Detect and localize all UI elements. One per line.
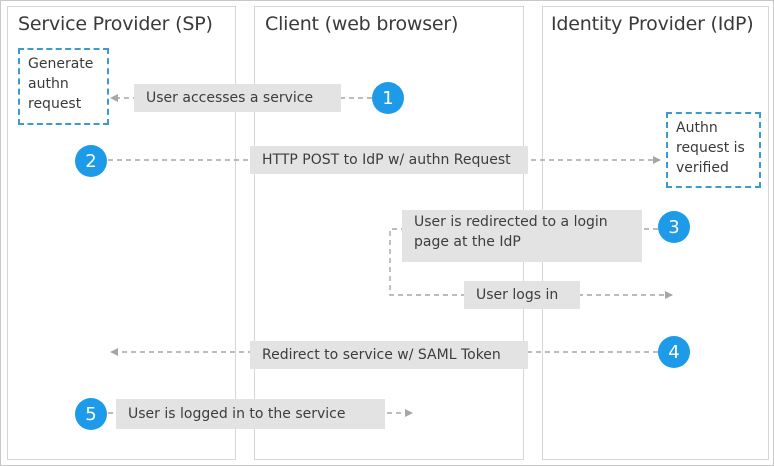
step-5-badge: 5: [75, 398, 107, 430]
authn-request-verified-box: Authn request is verified: [666, 112, 761, 188]
lane-title-sp: Service Provider (SP): [18, 13, 213, 35]
step-3-label: User is redirected to a login page at th…: [402, 210, 642, 262]
authn-request-verified-text: Authn request is verified: [676, 120, 745, 176]
lane-title-client: Client (web browser): [265, 13, 459, 35]
step-1-badge: 1: [372, 82, 404, 114]
arrow-step-3: [389, 228, 673, 299]
step-2-badge: 2: [75, 145, 107, 177]
step-3-logs-in-label: User logs in: [464, 281, 580, 309]
generate-authn-request-text: Generate authn request: [28, 56, 94, 112]
generate-authn-request-box: Generate authn request: [18, 48, 109, 125]
step-4-badge: 4: [658, 336, 690, 368]
lane-title-idp: Identity Provider (IdP): [551, 13, 754, 35]
step-2-label: HTTP POST to IdP w/ authn Request: [250, 146, 528, 174]
step-3-badge: 3: [658, 211, 690, 243]
step-4-label: Redirect to service w/ SAML Token: [250, 341, 528, 369]
step-1-label: User accesses a service: [134, 84, 341, 112]
step-5-label: User is logged in to the service: [116, 399, 385, 429]
